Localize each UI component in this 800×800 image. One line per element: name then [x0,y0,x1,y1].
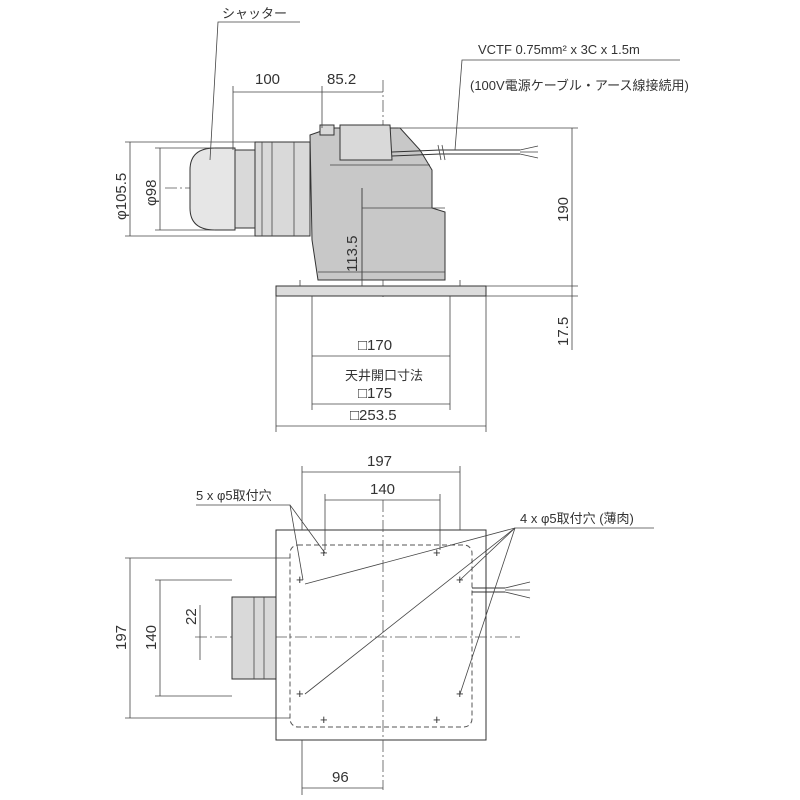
duct-adapter [254,141,311,237]
dim-phi-105-5: φ105.5 [113,173,130,220]
hole-mark: + [433,712,441,727]
holes-4-label: 4 x φ5取付穴 (薄肉) [520,511,634,526]
cable-spec-label: VCTF 0.75mm² x 3C x 1.5m [478,42,640,57]
hole-mark: + [296,686,304,701]
dim-190: 190 [555,197,572,222]
mounting-tab [319,124,335,136]
grille-outline [275,529,487,741]
plan-cable [472,581,531,599]
dim-113-5-text: 113.5 [344,236,361,272]
dim-bottom-widths: □170 天井開口寸法 □175 □253.5 [275,296,487,432]
plan-dim-heights: 197 140 22 [113,557,290,719]
hole-callouts: 5 x φ5取付穴 4 x φ5取付穴 (薄肉) [196,488,654,695]
shutter-cap [189,147,236,231]
fan-body [309,124,446,281]
dim-113-5: 113.5 [344,188,363,286]
cable-note-label: (100V電源ケーブル・アース線接続用) [470,78,689,93]
dim-w140: 140 [370,481,395,498]
hole-mark: + [433,545,441,560]
dim-sq175: □175 [358,385,392,402]
dim-sq170: □170 [358,337,392,354]
dim-17-5: 17.5 [555,317,572,346]
hole-mark: + [296,572,304,587]
dim-h197: 197 [113,625,130,650]
dim-h140: 140 [143,625,160,650]
shutter-label: シャッター [222,6,287,21]
dim-right-heights: 190 17.5 [398,127,578,350]
cable-leader [454,59,680,151]
cable-callout: VCTF 0.75mm² x 3C x 1.5m (100V電源ケーブル・アース… [454,42,689,151]
dim-w197: 197 [367,453,392,470]
terminal-box [339,124,393,161]
shutter-ring [234,149,256,229]
plan-dim-96: 96 [301,740,383,795]
grille-plate [275,285,487,297]
plan-duct [231,596,277,680]
hole-mark: + [320,545,328,560]
ceiling-opening-label: 天井開口寸法 [345,368,423,383]
shutter-callout: シャッター [209,6,300,161]
hole-mark: + [456,572,464,587]
dim-top-width: 100 85.2 [232,71,383,150]
shutter-leader [209,21,300,161]
hole-mark: + [320,712,328,727]
plan-dim-widths: 197 140 [301,453,461,550]
ceiling-grille [275,280,487,297]
dim-w96: 96 [332,769,349,786]
dim-diameters: φ105.5 φ98 [113,141,255,237]
cable-wire-ends [519,145,539,159]
body-hidden-outline [289,544,473,728]
power-cable [391,144,539,161]
plan-view: + + + + + + + + 5 x φ5取付穴 4 x φ5取付穴 (薄肉) [113,453,654,795]
dim-85-2: 85.2 [327,71,356,88]
side-view: 100 85.2 シャッター VCTF 0.75mm² x 3C x 1.5m … [113,6,689,432]
holes-5-label: 5 x φ5取付穴 [196,488,272,503]
dim-phi-98: φ98 [143,180,160,206]
mounting-holes: + + + + + + + + [296,545,464,727]
dim-h22: 22 [183,608,200,625]
shutter-duct [189,141,311,237]
dim-100: 100 [255,71,280,88]
dim-sq253-5: □253.5 [350,407,397,424]
